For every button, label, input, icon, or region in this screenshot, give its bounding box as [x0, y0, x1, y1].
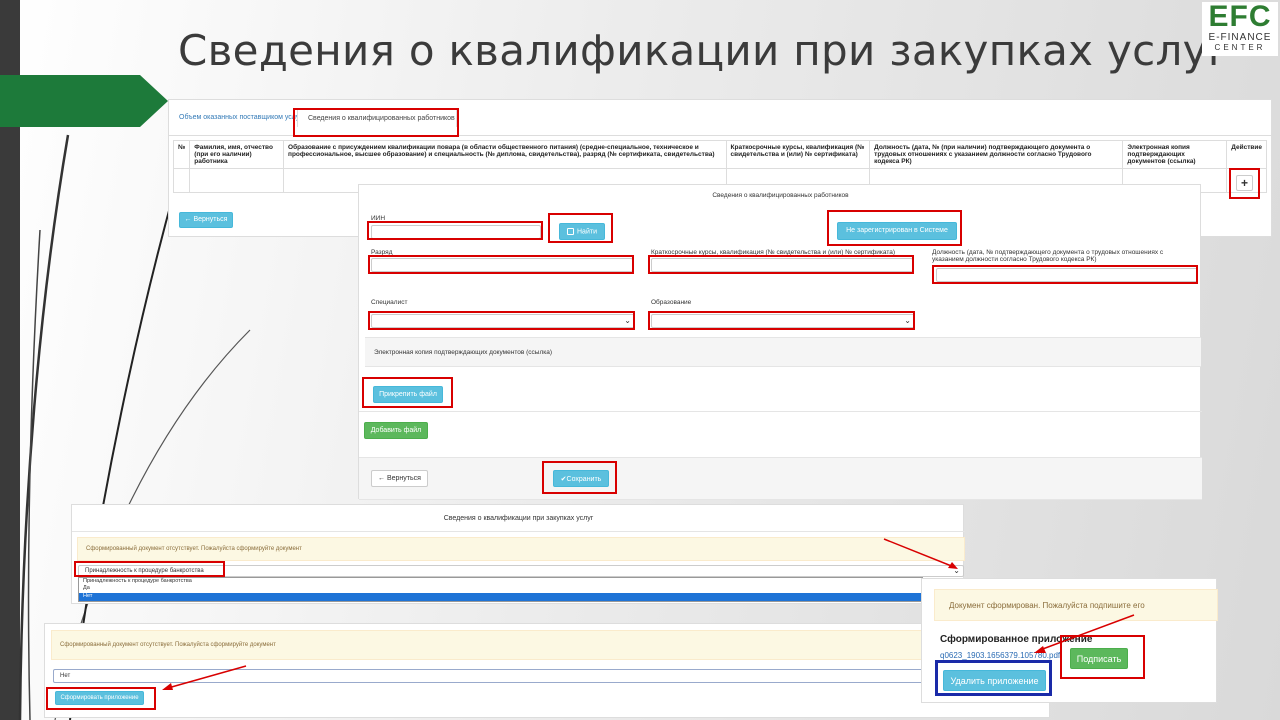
bankruptcy-select-value: Принадлежность к процедуре банкротства: [85, 568, 204, 574]
left-decor-bar: [0, 0, 20, 720]
chevron-down-icon: ⌄: [904, 316, 911, 325]
courses-label: Краткосрочные курсы, квалификация (№ сви…: [651, 249, 896, 256]
col-number: №: [172, 140, 191, 169]
green-arrow-band: [0, 75, 168, 127]
grade-input[interactable]: [371, 258, 633, 272]
position-label: Должность (дата, № подтверждающего докум…: [932, 249, 1164, 263]
missing-document-warning: Сформированный документ отсутствует. Пож…: [77, 537, 965, 561]
col-position: Должность (дата, № (при наличии) подтвер…: [869, 140, 1124, 169]
add-row-button[interactable]: +: [1236, 175, 1253, 191]
tab-volume[interactable]: Объем оказанных поставщиком услуг: [179, 114, 302, 121]
form-footer: [359, 457, 1202, 500]
back-button[interactable]: ← Вернуться: [371, 470, 428, 487]
chevron-down-icon: ⌄: [953, 566, 960, 575]
table-header-row: № Фамилия, имя, отчество (при его наличи…: [172, 140, 1267, 169]
col-action: Действие: [1226, 140, 1267, 169]
efc-logo: EFC E-FINANCE CENTER: [1202, 2, 1278, 56]
bankruptcy-select-value: Нет: [60, 673, 71, 679]
grade-label: Разряд: [371, 249, 393, 256]
missing-document-warning: Сформированный документ отсутствует. Пож…: [51, 630, 1049, 660]
sign-document-screen: Документ сформирован. Пожалуйста подпиши…: [921, 578, 1218, 703]
col-fullname: Фамилия, имя, отчество (при его наличии)…: [189, 140, 285, 169]
worker-form-screen: Сведения о квалифицированных работников …: [358, 184, 1202, 500]
ecopy-header: Электронная копия подтверждающих докумен…: [365, 337, 1201, 367]
search-icon: [567, 228, 574, 235]
logo-line1: E-FINANCE: [1208, 32, 1272, 43]
logo-mark: EFC: [1208, 0, 1272, 33]
appendix-file-link[interactable]: q0623_1903.1656379.105780.pdf: [940, 651, 1061, 660]
option-item-selected[interactable]: Нет: [79, 593, 922, 601]
find-label: Найти: [577, 228, 597, 236]
education-label: Образование: [651, 299, 692, 306]
ecopy-label: Электронная копия подтверждающих докумен…: [374, 349, 553, 356]
find-button[interactable]: Найти: [559, 223, 605, 240]
specialist-label: Специалист: [371, 299, 408, 306]
tab-bar: Объем оказанных поставщиком услуг Сведен…: [169, 100, 1271, 136]
save-button[interactable]: ✔Сохранить: [553, 470, 609, 487]
bankruptcy-select[interactable]: Нет: [53, 669, 1049, 683]
iin-label: ИИН: [371, 215, 386, 222]
pointer-arrow: [162, 665, 247, 690]
generate-appendix-button[interactable]: Сформировать приложение: [55, 691, 144, 705]
chevron-down-icon: ⌄: [624, 316, 631, 325]
option-item[interactable]: Да: [83, 585, 90, 591]
slide-title: Сведения о квалификации при закупках усл…: [178, 26, 1231, 75]
bankruptcy-options: Принадлежность к процедуре банкротства Д…: [78, 577, 923, 602]
col-ecopy: Электронная копия подтверждающих докумен…: [1122, 140, 1228, 169]
form-title: Сведения о квалифицированных работников: [712, 192, 849, 199]
qualification-info-screen: Сведения о квалификации при закупках усл…: [71, 504, 965, 604]
logo-line2: CENTER: [1214, 43, 1266, 52]
col-courses: Краткосрочные курсы, квалификация (№ сви…: [725, 140, 871, 169]
divider: [359, 411, 1202, 412]
bankruptcy-select[interactable]: Принадлежность к процедуре банкротства ⌄: [78, 565, 964, 577]
back-button[interactable]: ← Вернуться: [179, 212, 233, 228]
document-formed-notice: Документ сформирован. Пожалуйста подпиши…: [934, 589, 1218, 621]
generate-appendix-screen: Сформированный документ отсутствует. Пож…: [44, 623, 1050, 718]
add-file-button[interactable]: Добавить файл: [364, 422, 428, 439]
sign-button[interactable]: Подписать: [1070, 648, 1128, 669]
delete-appendix-button[interactable]: Удалить приложение: [943, 670, 1046, 691]
not-registered-button[interactable]: Не зарегистрирован в Системе: [837, 222, 957, 240]
tab-qualified[interactable]: Сведения о квалифицированных работников: [297, 109, 457, 127]
option-item[interactable]: Принадлежность к процедуре банкротства: [83, 578, 192, 584]
pointer-arrow: [883, 538, 958, 569]
option-label: Нет: [83, 593, 93, 599]
col-education: Образование с присуждением квалификации …: [283, 140, 727, 169]
position-input[interactable]: [936, 268, 1198, 282]
education-select[interactable]: ⌄: [651, 314, 915, 328]
attach-file-button[interactable]: Прикрепить файл: [373, 386, 443, 403]
iin-input[interactable]: [371, 225, 541, 239]
divider: [72, 531, 965, 532]
specialist-select[interactable]: ⌄: [371, 314, 635, 328]
screen3-title: Сведения о квалификации при закупках усл…: [443, 515, 594, 522]
pointer-arrow: [1034, 614, 1135, 653]
appendix-heading: Сформированное приложение: [940, 634, 1093, 645]
courses-input[interactable]: [651, 258, 913, 272]
